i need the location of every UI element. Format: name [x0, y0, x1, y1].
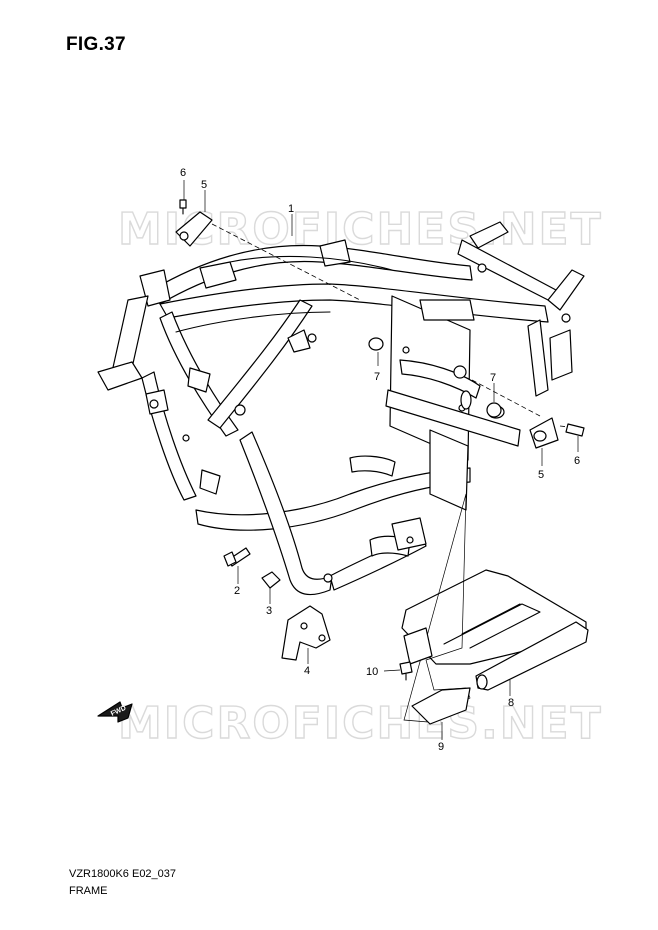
leader-lines — [183, 180, 579, 740]
watermark-text-bottom: MICROFICHES.NET — [118, 698, 603, 749]
fwd-arrow-icon: FWD — [97, 701, 133, 723]
upper-left-bracket-part-5 — [175, 199, 213, 247]
panel-part-9 — [403, 493, 471, 725]
caps-part-7 — [368, 337, 502, 418]
bolt-part-2 — [223, 547, 251, 567]
callout-7-right: 7 — [490, 372, 496, 384]
side-cover-part-8 — [401, 569, 589, 691]
callout-6-left: 6 — [180, 167, 186, 179]
callout-7-left: 7 — [374, 371, 380, 383]
callout-10: 10 — [366, 666, 378, 678]
callout-6-right: 6 — [574, 455, 580, 467]
frame-part-1 — [97, 221, 585, 596]
callout-8: 8 — [508, 697, 514, 709]
callout-5-right: 5 — [538, 469, 544, 481]
nut-part-3 — [261, 571, 281, 589]
callout-4: 4 — [304, 665, 310, 677]
callout-5-left: 5 — [201, 179, 207, 191]
bracket-part-4 — [281, 605, 331, 661]
dashed-guide-upper-left — [211, 223, 361, 301]
figure-title: FIG.37 — [66, 34, 126, 55]
section-name: FRAME — [69, 885, 108, 897]
callout-1: 1 — [288, 203, 294, 215]
screw-part-10 — [399, 661, 413, 681]
dashed-guide-right — [471, 379, 541, 417]
watermark-bottom: MICROFICHES.NET — [117, 697, 603, 749]
callout-labels: 1 2 3 4 5 6 5 6 7 7 8 9 10 — [180, 167, 580, 753]
callout-9: 9 — [438, 741, 444, 753]
model-code: VZR1800K6 E02_037 — [69, 868, 177, 880]
callout-3: 3 — [266, 605, 272, 617]
callout-2: 2 — [234, 585, 240, 597]
right-bracket-part-5 — [529, 417, 585, 449]
